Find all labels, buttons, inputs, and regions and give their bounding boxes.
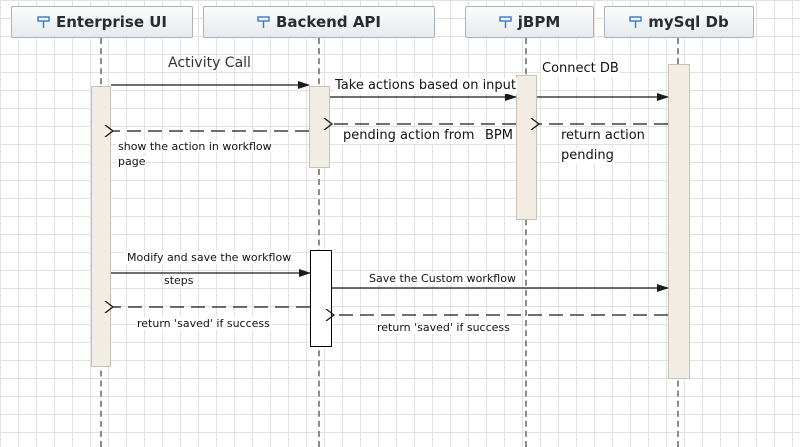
lifeline-backend-api: [318, 38, 320, 447]
label-return-saved-ui: return 'saved' if success: [136, 317, 271, 331]
label-return-action-line1: return action: [560, 128, 646, 144]
participant-jbpm[interactable]: jBPM: [465, 6, 594, 38]
label-bpm: BPM: [484, 128, 514, 144]
activation-mysql-db[interactable]: [668, 64, 690, 379]
label-modify-save: Modify and save the workflow: [126, 251, 293, 265]
activation-enterprise-ui[interactable]: [91, 86, 111, 367]
lifeline-icon: [37, 15, 50, 28]
label-return-action-line2: pending: [560, 148, 615, 164]
label-connect-db: Connect DB: [541, 61, 620, 77]
label-steps: steps: [163, 274, 195, 288]
participant-enterprise-ui[interactable]: Enterprise UI: [11, 6, 193, 38]
lifeline-icon: [499, 15, 512, 28]
label-show-action-line2: page: [117, 155, 147, 169]
label-activity-call: Activity Call: [168, 55, 251, 71]
lifeline-icon: [257, 15, 270, 28]
lifeline-icon: [629, 15, 642, 28]
lifeline-jbpm: [525, 38, 527, 447]
activation-jbpm[interactable]: [516, 75, 537, 220]
label-return-saved-db: return 'saved' if success: [376, 321, 511, 335]
participant-mysql-db[interactable]: mySql Db: [604, 6, 754, 38]
participant-label: Backend API: [275, 13, 381, 31]
participant-label: Enterprise UI: [55, 13, 168, 31]
label-show-action-line1: show the action in workflow: [117, 140, 273, 154]
label-pending-action: pending action from: [342, 128, 476, 144]
participant-label: jBPM: [517, 13, 561, 31]
activation-backend-api-2[interactable]: [310, 250, 332, 347]
label-take-actions: Take actions based on input: [334, 78, 518, 94]
label-save-custom: Save the Custom workflow: [368, 272, 517, 286]
participant-label: mySql Db: [648, 13, 729, 31]
participant-backend-api[interactable]: Backend API: [203, 6, 435, 38]
